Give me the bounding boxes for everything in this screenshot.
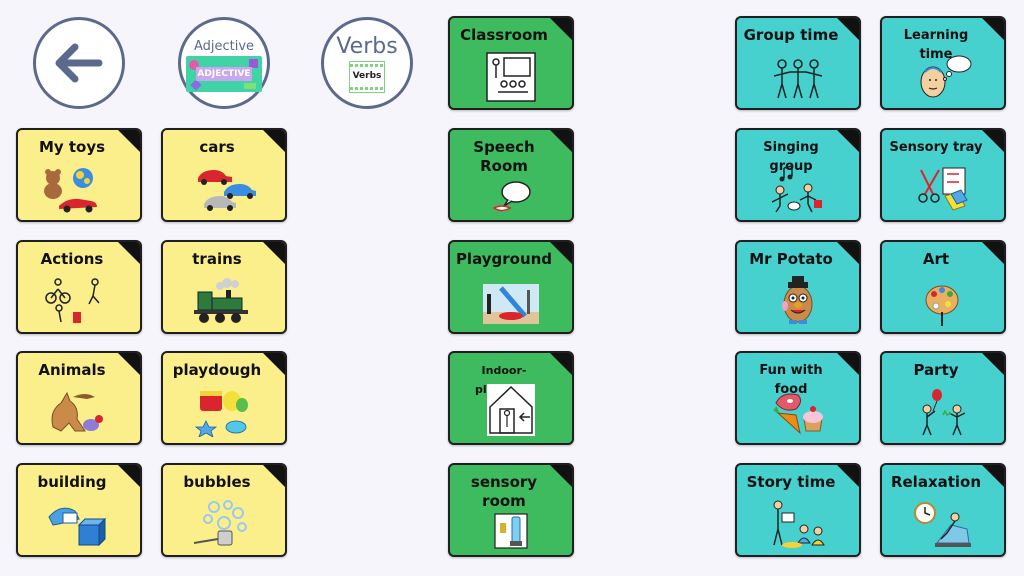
tile-playdough[interactable]: playdough — [161, 351, 287, 445]
playground-icon — [450, 276, 572, 326]
adjective-card-image: ADJECTIVE — [186, 55, 262, 92]
tile-label: Classroom — [460, 26, 548, 44]
food-icon — [737, 387, 859, 437]
verbs-button[interactable]: Verbs Verbs — [321, 17, 413, 109]
tile-learning-time[interactable]: Learning time — [880, 16, 1006, 110]
classroom-icon — [450, 52, 572, 102]
adjective-card-text: ADJECTIVE — [196, 66, 252, 81]
group-icon — [737, 52, 859, 102]
tile-label: Art — [922, 250, 950, 268]
tile-label: Animals — [38, 361, 106, 379]
tile-sensory-room[interactable]: sensory room — [448, 463, 574, 557]
story-time-icon — [737, 499, 859, 549]
tile-label: bubbles — [183, 473, 251, 491]
tile-label: Playground — [455, 250, 553, 268]
tile-building[interactable]: building — [16, 463, 142, 557]
cars-icon — [163, 164, 285, 214]
sensory-tray-icon — [882, 164, 1004, 214]
tile-label: Speech Room — [454, 138, 554, 176]
bubbles-icon — [163, 499, 285, 549]
back-button[interactable] — [33, 17, 125, 109]
tile-label: Relaxation — [890, 473, 982, 491]
tile-label: Singing group — [763, 140, 819, 174]
party-icon — [882, 387, 1004, 437]
tile-cars[interactable]: cars — [161, 128, 287, 222]
tile-label: Group time — [743, 26, 839, 44]
tile-label: Party — [913, 361, 959, 379]
tile-label: Mr Potato — [749, 250, 833, 268]
tile-animals[interactable]: Animals — [16, 351, 142, 445]
tile-label: Story time — [746, 473, 836, 491]
tile-art[interactable]: Art — [880, 240, 1006, 334]
tile-indoor-playroom[interactable]: Indoor-playroom — [448, 351, 574, 445]
tile-actions[interactable]: Actions — [16, 240, 142, 334]
tile-singing-group[interactable]: Singing group — [735, 128, 861, 222]
tile-my-toys[interactable]: My toys — [16, 128, 142, 222]
tile-label-line: Room — [480, 157, 528, 175]
kangaroo-icon — [18, 387, 140, 437]
mr-potato-icon — [737, 276, 859, 326]
left-arrow-icon — [55, 43, 103, 83]
tile-bubbles[interactable]: bubbles — [161, 463, 287, 557]
tile-playground[interactable]: Playground — [448, 240, 574, 334]
tile-label: cars — [199, 138, 235, 156]
tile-party[interactable]: Party — [880, 351, 1006, 445]
tile-classroom[interactable]: Classroom — [448, 16, 574, 110]
tile-label: sensory room — [454, 473, 554, 511]
singing-icon — [737, 164, 859, 214]
blocks-icon — [18, 499, 140, 549]
verbs-card-image: Verbs — [349, 60, 385, 93]
tile-label-line: sensory — [470, 473, 538, 491]
indoor-playroom-icon — [450, 384, 572, 437]
adjective-label: Adjective — [193, 38, 255, 54]
tile-label: playdough — [172, 361, 262, 379]
tile-label: trains — [192, 250, 242, 268]
tile-fun-with-food[interactable]: Fun with food — [735, 351, 861, 445]
tile-label: building — [37, 473, 107, 491]
thinking-head-icon — [882, 52, 1004, 102]
adjective-button[interactable]: Adjective ADJECTIVE — [178, 17, 270, 109]
tile-sensory-tray[interactable]: Sensory tray — [880, 128, 1006, 222]
tile-trains[interactable]: trains — [161, 240, 287, 334]
tile-relaxation[interactable]: Relaxation — [880, 463, 1006, 557]
sensory-room-icon — [450, 499, 572, 549]
tile-label: My toys — [38, 138, 106, 156]
palette-icon — [882, 276, 1004, 326]
tile-label: Actions — [40, 250, 104, 268]
tile-group-time[interactable]: Group time — [735, 16, 861, 110]
actions-icon — [18, 276, 140, 326]
tile-mr-potato[interactable]: Mr Potato — [735, 240, 861, 334]
playdough-icon — [163, 387, 285, 437]
verbs-card-text: Verbs — [352, 70, 382, 81]
tile-label-line: room — [482, 492, 526, 510]
tile-label: Sensory tray — [889, 140, 983, 155]
tile-label: Learning time — [903, 28, 969, 62]
speech-icon — [450, 164, 572, 214]
train-icon — [163, 276, 285, 326]
relaxation-icon — [882, 499, 1004, 549]
toys-icon — [18, 164, 140, 214]
tile-label-line: Speech — [473, 138, 535, 156]
tile-story-time[interactable]: Story time — [735, 463, 861, 557]
tile-speech-room[interactable]: Speech Room — [448, 128, 574, 222]
tile-label: Fun with food — [759, 363, 823, 397]
verbs-label: Verbs — [336, 33, 398, 59]
